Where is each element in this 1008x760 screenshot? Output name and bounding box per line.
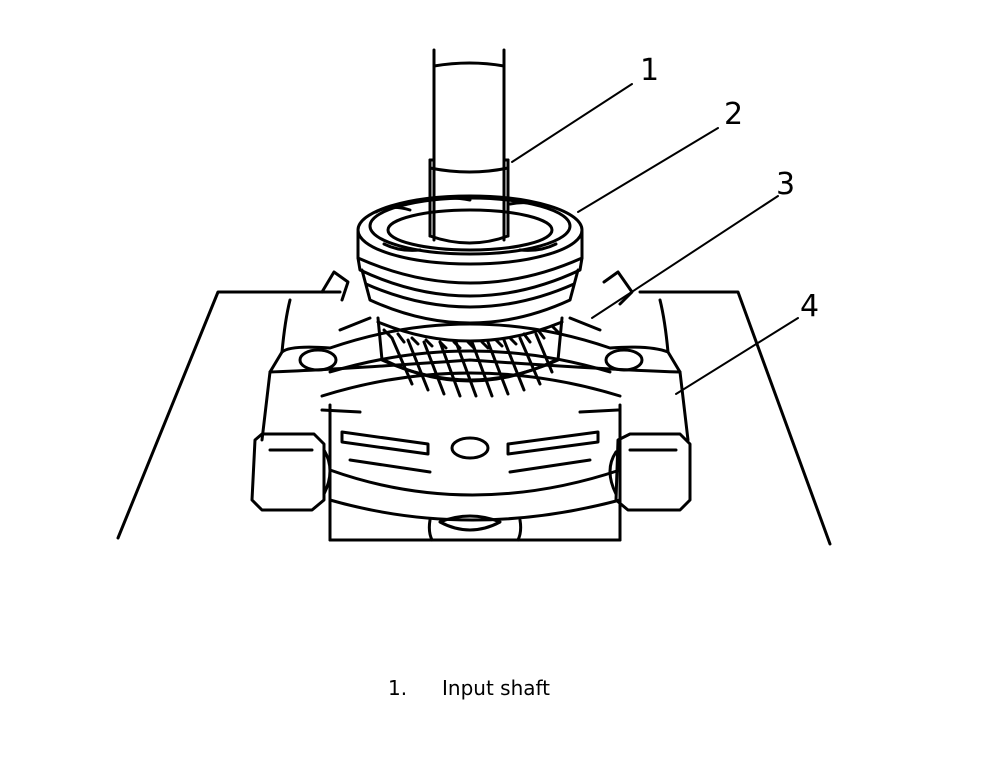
leader-line-2 — [577, 127, 719, 213]
callout-1: 1 — [640, 53, 659, 88]
left-bolt — [250, 432, 332, 512]
helical-gear — [376, 316, 564, 398]
leader-lines — [511, 83, 799, 395]
retaining-clip — [320, 270, 634, 332]
leader-line-3 — [591, 195, 779, 319]
input-shaft — [428, 48, 510, 245]
callout-4: 4 — [800, 289, 819, 324]
press-base-plate — [116, 290, 832, 546]
leader-line-4 — [675, 317, 799, 395]
callout-2: 2 — [724, 97, 743, 132]
legend-number: 1. — [388, 676, 408, 700]
bearing-separator — [260, 298, 690, 542]
bearing — [356, 194, 584, 325]
legend-entry-1: 1. Input shaft — [388, 676, 550, 700]
legend-label: Input shaft — [442, 676, 551, 700]
leader-line-1 — [511, 83, 633, 163]
callout-3: 3 — [776, 167, 795, 202]
right-bolt — [608, 432, 692, 512]
